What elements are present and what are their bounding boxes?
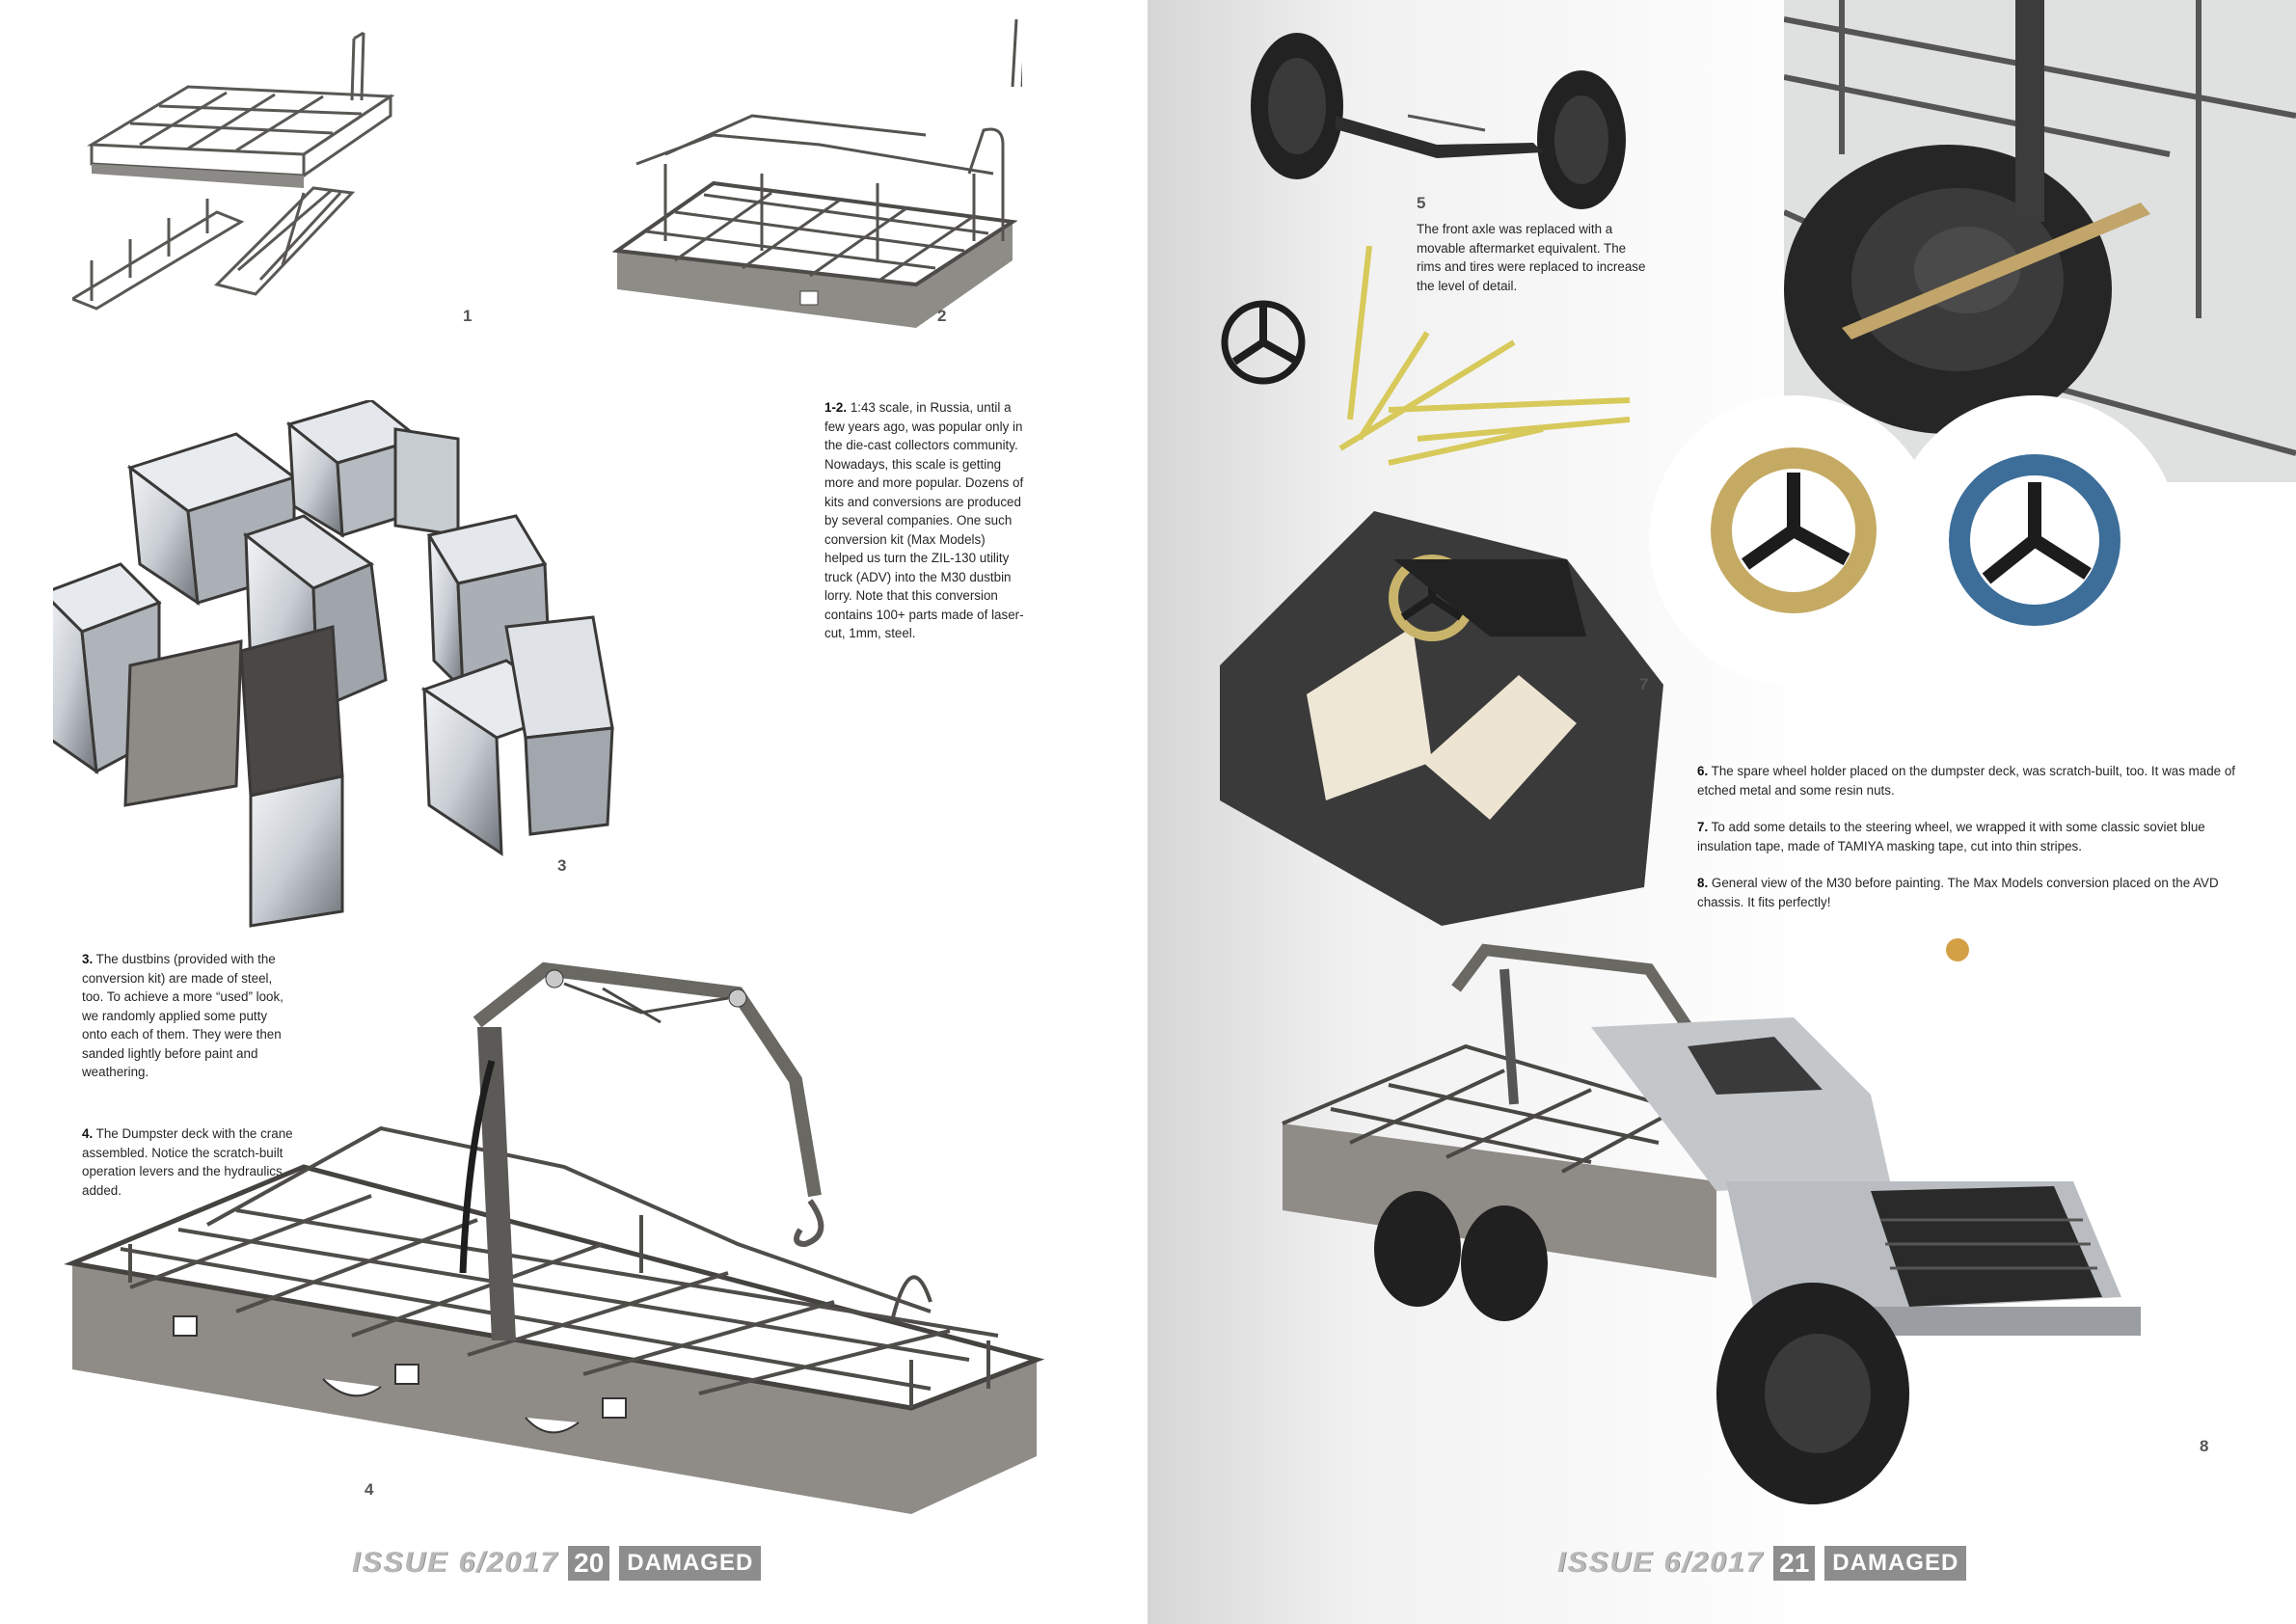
figure-number-8: 8 xyxy=(2200,1437,2209,1455)
page-number-left: 20 xyxy=(568,1546,610,1581)
brand-name-right: DAMAGED xyxy=(1832,1550,1959,1576)
caption-7-lead: 7. xyxy=(1697,820,1709,834)
figure-number-2: 2 xyxy=(937,307,947,325)
folio-left: ISSUE 6/2017 20 DAMAGED xyxy=(352,1546,762,1581)
caption-8: 8. General view of the M30 before painti… xyxy=(1697,874,2237,911)
caption-6-text: The spare wheel holder placed on the dum… xyxy=(1697,764,2236,798)
photo-assembled-deck xyxy=(608,19,1022,338)
left-page: 1 2 1-2. 1:43 scale, in Russia, until xyxy=(53,19,1143,1581)
caption-1-2-lead: 1-2. xyxy=(824,400,848,415)
brand-name-left: DAMAGED xyxy=(627,1550,754,1576)
caption-7: 7. To add some details to the steering w… xyxy=(1697,818,2237,855)
caption-4: 4. The Dumpster deck with the crane asse… xyxy=(82,1124,304,1200)
caption-4-lead: 4. xyxy=(82,1126,94,1141)
caption-1-2-text: 1:43 scale, in Russia, until a few years… xyxy=(824,400,1024,640)
photo-front-axle xyxy=(1244,29,1639,251)
caption-7-text: To add some details to the steering whee… xyxy=(1697,820,2205,853)
caption-1-2: 1-2. 1:43 scale, in Russia, until a few … xyxy=(824,398,1027,643)
page-number-right: 21 xyxy=(1773,1546,1816,1581)
caption-6-lead: 6. xyxy=(1697,764,1709,778)
photo-frame-parts xyxy=(72,19,468,338)
photo-m30-truck xyxy=(1273,931,2237,1548)
photo-tape-strips xyxy=(1196,246,1639,477)
figure-number-5: 5 xyxy=(1417,194,1426,212)
folio-issue-left: ISSUE 6/2017 xyxy=(352,1547,559,1579)
figure-number-1: 1 xyxy=(463,307,473,325)
caption-3-lead: 3. xyxy=(82,952,94,966)
photo-cabin-interior xyxy=(1201,473,1702,935)
folio-right: ISSUE 6/2017 21 DAMAGED xyxy=(1557,1546,1967,1581)
brand-logo-left: DAMAGED xyxy=(619,1546,762,1581)
caption-3: 3. The dustbins (provided with the conve… xyxy=(82,950,284,1082)
caption-5: The front axle was replaced with a movab… xyxy=(1417,220,1648,295)
brand-logo-right: DAMAGED xyxy=(1824,1546,1967,1581)
photo-dustbins xyxy=(53,400,1017,950)
photo-steering-wheels xyxy=(1649,386,2170,694)
caption-8-text: General view of the M30 before painting.… xyxy=(1697,876,2219,909)
caption-6: 6. The spare wheel holder placed on the … xyxy=(1697,762,2237,799)
caption-5-text: The front axle was replaced with a movab… xyxy=(1417,222,1646,293)
figure-number-7: 7 xyxy=(1639,675,1649,693)
figure-number-3: 3 xyxy=(557,856,567,875)
right-page: 5 The front axle was replaced with a mov… xyxy=(1148,0,2296,1624)
caption-8-lead: 8. xyxy=(1697,876,1709,890)
caption-4-text: The Dumpster deck with the crane assembl… xyxy=(82,1126,293,1198)
caption-3-text: The dustbins (provided with the conversi… xyxy=(82,952,284,1079)
folio-issue-right: ISSUE 6/2017 xyxy=(1557,1547,1765,1579)
figure-number-4: 4 xyxy=(365,1480,374,1499)
photo-deck-with-crane xyxy=(63,955,1143,1533)
